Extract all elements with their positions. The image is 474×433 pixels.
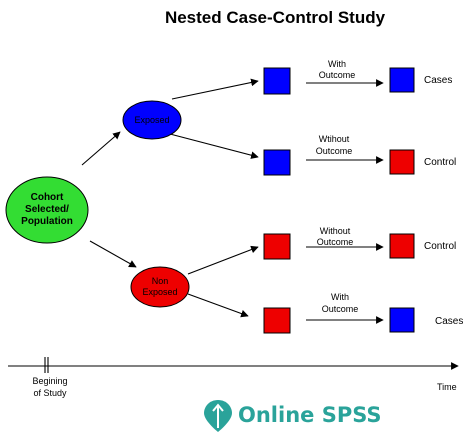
branch-3: Without Outcome Control — [263, 226, 456, 260]
online-spss-logo: Online SPSS — [204, 400, 382, 432]
non-exposed-label-line2: Exposed — [142, 287, 177, 297]
branch-3-source-square — [263, 233, 291, 260]
branch-1-source-square — [263, 67, 291, 95]
branch-3-result-square — [389, 233, 415, 259]
cohort-node: Cohort Selected/ Population — [5, 176, 89, 244]
branch-1-edge-label-line1: With — [328, 59, 346, 69]
cohort-ellipse — [5, 176, 89, 244]
cohort-label-line1: Cohort — [31, 192, 64, 203]
branch-1-result-label: Cases — [424, 75, 452, 86]
exposed-label: Exposed — [134, 115, 169, 125]
branch-1: With Outcome Cases — [263, 59, 452, 95]
non-exposed-label-line1: Non — [152, 276, 169, 286]
branch-1-edge-label-line2: Outcome — [319, 70, 356, 80]
timeline-start-label-line2: of Study — [33, 388, 67, 398]
branch-1-result-square — [389, 67, 415, 93]
arrow-non-exposed-to-square-4 — [187, 293, 249, 318]
branch-4-result-label: Cases — [435, 316, 463, 327]
timeline-start-label-line1: Begining — [32, 376, 67, 386]
non-exposed-ellipse — [130, 266, 190, 308]
connectors — [81, 78, 384, 324]
branch-4-edge-label-line1: With — [331, 292, 349, 302]
branch-2-source-square — [263, 149, 291, 176]
location-pin-icon — [204, 400, 232, 432]
branch-4-edge-label-line2: Outcome — [322, 304, 359, 314]
arrow-non-exposed-to-square-3 — [187, 245, 259, 275]
exposed-ellipse — [122, 100, 182, 140]
branch-2-edge-label-line2: Outcome — [316, 146, 353, 156]
non-exposed-node: Non Exposed — [130, 266, 190, 308]
exposed-node: Exposed — [122, 100, 182, 140]
branch-3-edge-label-line1: Without — [320, 226, 351, 236]
cohort-label-line3: Population — [21, 216, 73, 227]
arrow-cohort-to-non-exposed — [89, 240, 137, 268]
branch-4: With Outcome Cases — [263, 292, 463, 334]
timeline-end-label: Time — [437, 382, 457, 392]
cohort-label-line2: Selected/ — [25, 204, 69, 215]
branch-2: Wtihout Outcome Control — [263, 134, 456, 176]
branch-2-edge-label-line1: Wtihout — [319, 134, 350, 144]
logo-text: Online SPSS — [238, 403, 382, 427]
arrow-exposed-to-square-1 — [171, 78, 259, 100]
diagram-title: Nested Case-Control Study — [165, 8, 386, 27]
branch-2-result-square — [389, 149, 415, 175]
branch-3-result-label: Control — [424, 241, 456, 252]
branch-3-edge-label-line2: Outcome — [317, 237, 354, 247]
arrow-cohort-to-exposed — [81, 131, 121, 166]
branch-4-source-square — [263, 307, 291, 334]
arrow-exposed-to-square-2 — [169, 133, 259, 159]
branch-4-result-square — [389, 307, 415, 333]
timeline: Begining of Study Time — [8, 357, 459, 398]
branch-2-result-label: Control — [424, 157, 456, 168]
